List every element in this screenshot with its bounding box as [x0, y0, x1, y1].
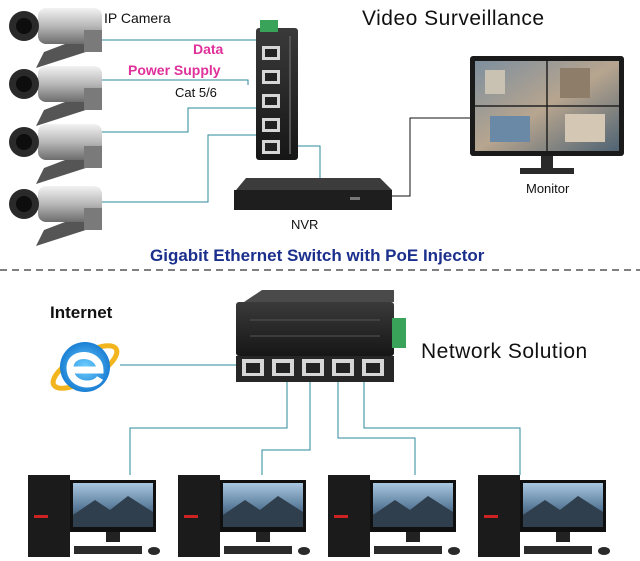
ip-camera-icon: [9, 124, 102, 184]
desktop-computer-icon: [28, 475, 160, 557]
video-surveillance-title: Video Surveillance: [362, 7, 545, 30]
switch-banner-title: Gigabit Ethernet Switch with PoE Injecto…: [150, 246, 485, 265]
ip-camera-label: IP Camera: [104, 10, 171, 26]
ip-camera-icon: [9, 8, 102, 68]
nvr-icon: [234, 178, 392, 210]
gigabit-switch-icon: [236, 290, 406, 382]
ip-camera-icon: [9, 186, 102, 246]
desktop-computer-icon: [328, 475, 460, 557]
monitor-label: Monitor: [526, 181, 570, 196]
monitor-cable: [380, 117, 472, 197]
monitor-icon: [470, 56, 624, 174]
cable-type-label: Cat 5/6: [175, 85, 217, 100]
data-label: Data: [193, 41, 224, 57]
network-solution-title: Network Solution: [421, 340, 588, 363]
power-supply-label: Power Supply: [128, 62, 221, 78]
network-cables: [120, 364, 521, 475]
internet-label: Internet: [50, 303, 113, 322]
internet-explorer-icon: [50, 342, 120, 392]
desktop-computer-icon: [178, 475, 310, 557]
poe-switch-vertical-icon: [256, 20, 298, 160]
desktop-computer-icon: [478, 475, 610, 557]
ip-camera-icon: [9, 66, 102, 126]
nvr-label: NVR: [291, 217, 319, 232]
